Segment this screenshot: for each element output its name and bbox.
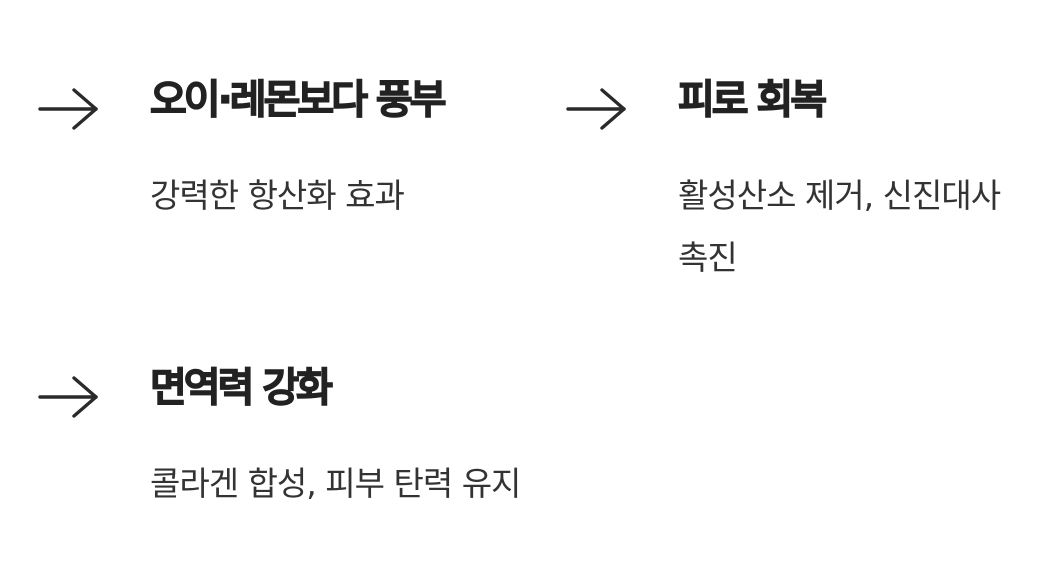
benefit-title: 면역력 강화 xyxy=(149,364,333,411)
benefit-title: 피로 회복 xyxy=(677,76,827,123)
arrow-right-icon xyxy=(38,88,98,130)
benefit-description: 활성산소 제거, 신진대사 촉진 xyxy=(678,176,1001,277)
arrow-right-icon xyxy=(38,376,98,418)
benefit-description: 강력한 항산화 효과 xyxy=(150,176,405,215)
benefit-description: 콜라겐 합성, 피부 탄력 유지 xyxy=(150,464,521,503)
arrow-right-icon xyxy=(566,88,626,130)
benefit-title: 오이·레몬보다 풍부 xyxy=(149,76,447,123)
